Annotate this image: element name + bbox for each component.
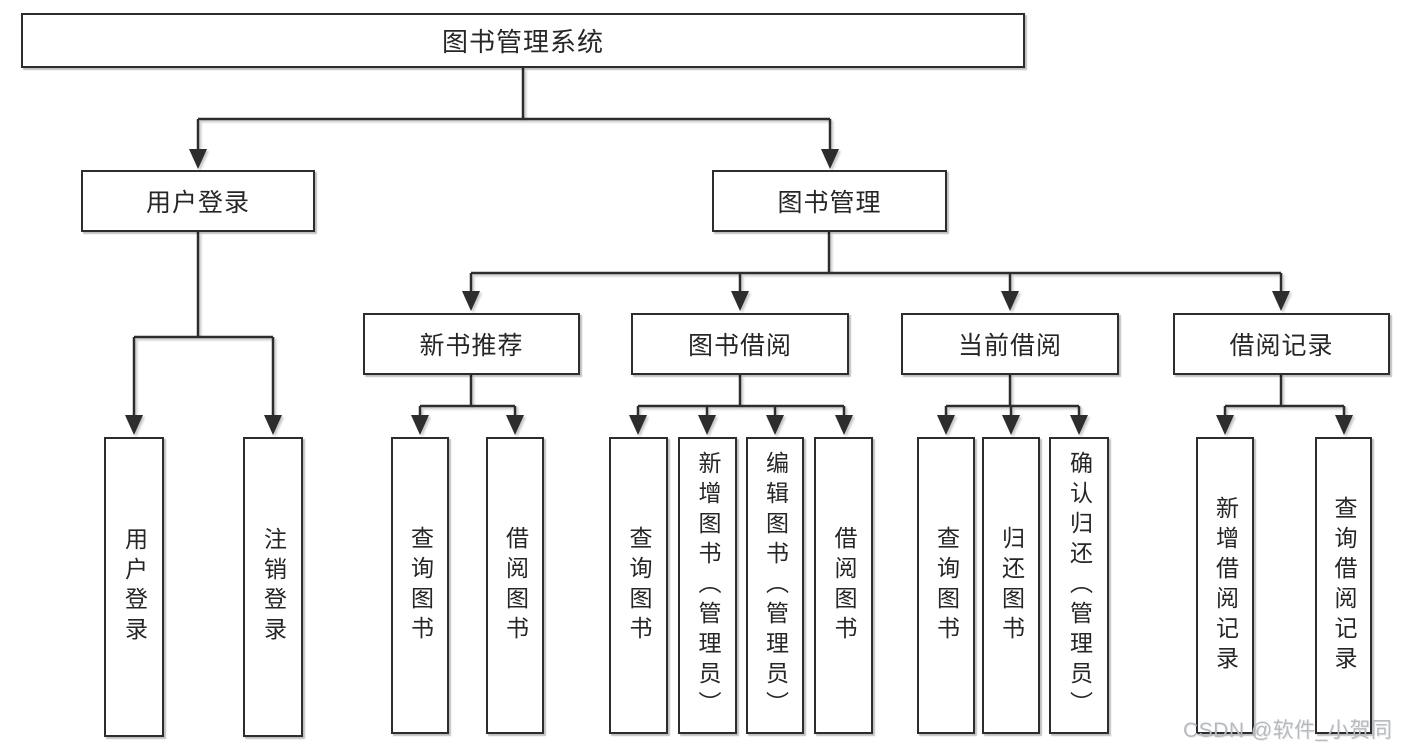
node-book-mgmt: 图书管理 [712,170,947,232]
watermark: CSDN @软件_小贺同学 [1183,719,1393,742]
node-user-login: 用户登录 [81,170,315,232]
leaf-borrow-borrow-books: 借阅图书 [814,437,873,734]
edge-new-book-rec-split [418,375,517,417]
arrowheads-leaves [125,415,1353,435]
leaf-borrow-edit-books-admin: 编辑图书（管理员） [746,437,804,734]
edge-user-login-split [132,232,275,417]
arrowheads-level2 [189,149,839,169]
leaf-logout: 注销登录 [243,437,303,737]
leaf-records-add-record: 新增借阅记录 [1196,437,1254,734]
node-new-book-rec: 新书推荐 [363,313,580,375]
node-current-borrow: 当前借阅 [901,313,1119,375]
edge-borrow-records-split [1223,375,1346,417]
node-root: 图书管理系统 [21,13,1025,68]
leaf-borrow-query-books: 查询图书 [609,437,668,734]
leaf-newrec-borrow-books: 借阅图书 [486,437,544,734]
arrowheads-level3 [462,291,1290,311]
edge-book-mgmt-split [469,232,1283,293]
node-book-borrow: 图书借阅 [631,313,849,375]
leaf-current-query-books: 查询图书 [917,437,975,734]
node-borrow-records: 借阅记录 [1173,313,1390,375]
edge-book-borrow-split [636,375,846,417]
leaf-current-return-books: 归还图书 [982,437,1040,734]
edge-current-borrow-split [944,375,1081,417]
leaf-current-confirm-return-admin: 确认归还（管理员） [1049,437,1109,734]
leaf-borrow-add-books-admin: 新增图书（管理员） [678,437,737,734]
leaf-newrec-query-books: 查询图书 [391,437,449,734]
edge-root-split [196,68,832,151]
leaf-user-login: 用户登录 [104,437,164,737]
leaf-records-query-record: 查询借阅记录 [1315,437,1372,734]
